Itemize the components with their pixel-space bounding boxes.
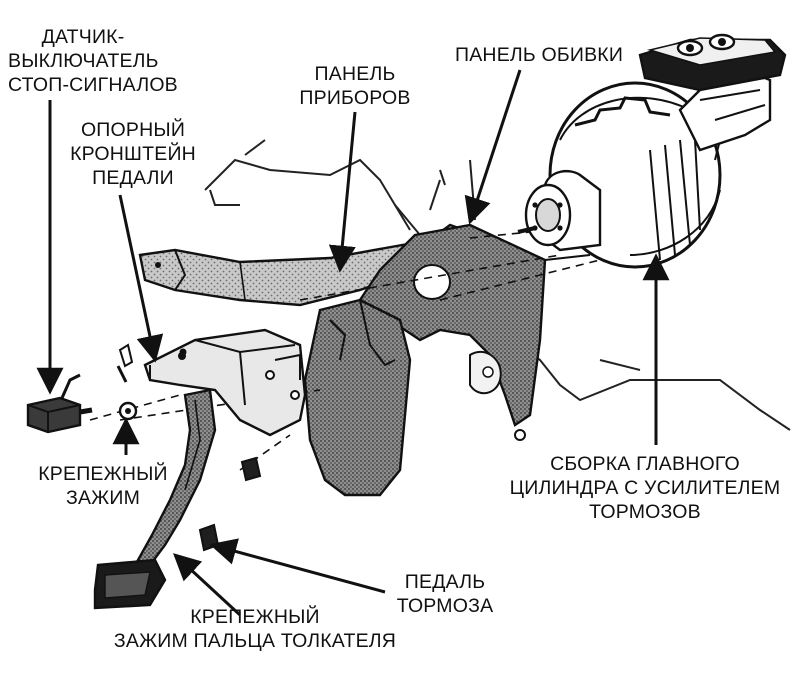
pedal-support-column [303,298,412,497]
label-retainer-clip: КРЕПЕЖНЫЙ ЗАЖИМ [38,463,168,509]
trim-panel-plate [358,223,547,441]
pedal-support-bracket [143,328,307,437]
brake-pedal [93,388,217,610]
master-cylinder-booster-assembly [517,33,787,269]
label-pushrod-retainer-clip: КРЕПЕЖНЫЙ ЗАЖИМ ПАЛЬЦА ТОЛКАТЕЛЯ [113,606,397,652]
label-brake-pedal: ПЕДАЛЬ ТОРМОЗА [396,571,494,617]
leader-lines [36,69,670,617]
label-brake-light-switch: ДАТЧИК- ВЫКЛЮЧАТЕЛЬ СТОП-СИГНАЛОВ [8,26,178,96]
label-instrument-panel: ПАНЕЛЬ ПРИБОРОВ [299,63,411,109]
label-trim-panel: ПАНЕЛЬ ОБИВКИ [455,44,624,66]
label-master-cylinder-booster: СБОРКА ГЛАВНОГО ЦИЛИНДРА С УСИЛИТЕЛЕМ ТО… [509,453,781,523]
label-pedal-support-bracket: ОПОРНЫЙ КРОНШТЕЙН ПЕДАЛИ [70,119,196,189]
brake-light-switch [26,373,93,434]
